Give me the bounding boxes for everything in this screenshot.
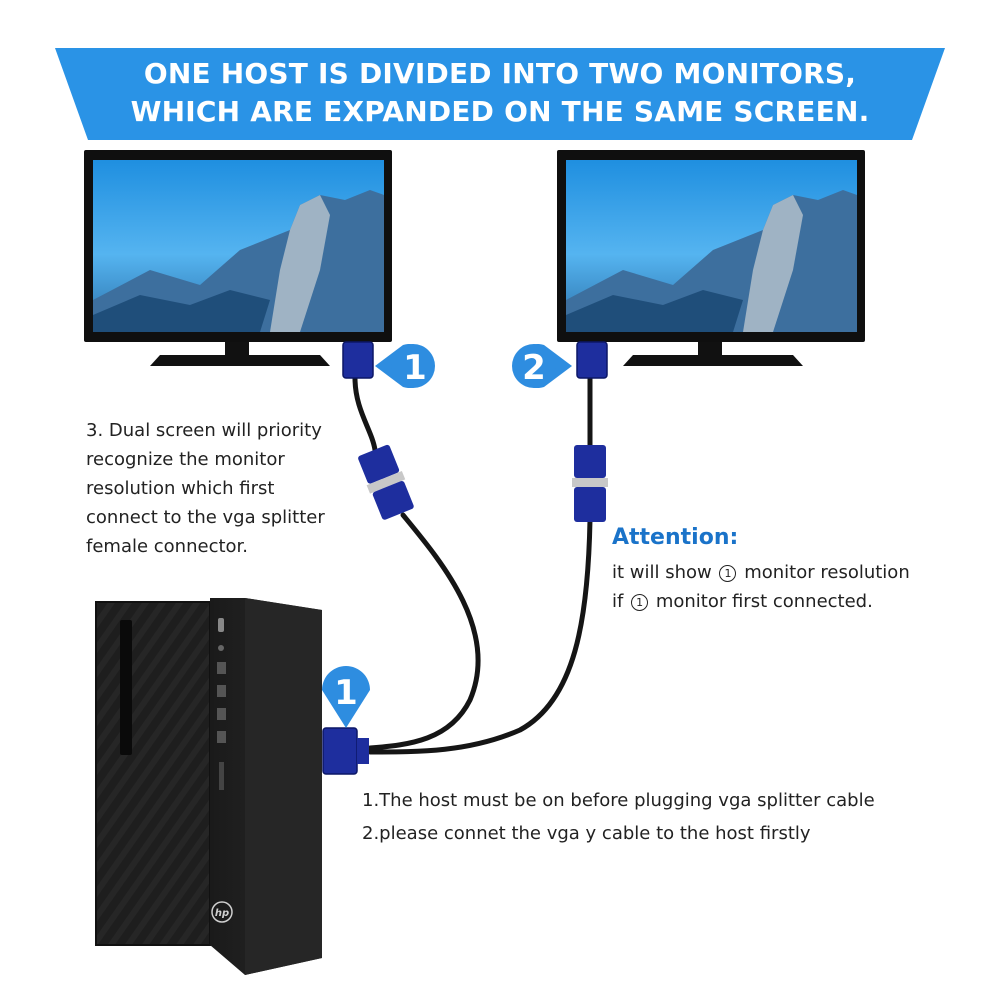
monitor-left [84, 150, 392, 366]
circled-number-icon: 1 [719, 565, 737, 582]
marker-left-number: 1 [403, 348, 427, 388]
dual-screen-note: 3. Dual screen will priority recognize t… [86, 416, 325, 561]
vga-connector-icon [322, 341, 608, 775]
monitor-right [557, 150, 865, 366]
marker-monitor-right: 2 [512, 344, 572, 388]
circled-number-icon: 1 [631, 594, 649, 611]
marker-host: 1 [322, 666, 370, 728]
attention-line-1: it will show 1 monitor resolution [612, 558, 910, 587]
banner-line-1: ONE HOST IS DIVIDED INTO TWO MONITORS, [143, 57, 857, 90]
note-line-5: female connector. [86, 536, 249, 557]
marker-monitor-left: 1 [375, 344, 435, 388]
attention-line-1-pre: it will show [612, 562, 712, 583]
note-line-2: recognize the monitor [86, 449, 285, 470]
marker-right-number: 2 [522, 348, 546, 388]
attention-line-2-pre: if [612, 591, 624, 612]
hp-logo: hp [215, 908, 229, 919]
attention-line-1-post: monitor resolution [744, 562, 910, 583]
step-2: 2.please connet the vga y cable to the h… [362, 823, 811, 844]
attention-line-2-post: monitor first connected. [655, 591, 873, 612]
attention-body: it will show 1 monitor resolution if 1 m… [612, 558, 910, 616]
marker-host-number: 1 [334, 673, 358, 713]
step-1: 1.The host must be on before plugging vg… [362, 790, 875, 811]
note-line-1: 3. Dual screen will priority [86, 420, 322, 441]
note-line-3: resolution which first [86, 478, 275, 499]
title-banner [55, 48, 945, 140]
banner-line-2: WHICH ARE EXPANDED ON THE SAME SCREEN. [130, 95, 870, 128]
attention-line-2: if 1 monitor first connected. [612, 587, 910, 616]
banner-title: ONE HOST IS DIVIDED INTO TWO MONITORS, W… [90, 55, 910, 131]
instruction-steps: 1.The host must be on before plugging vg… [362, 784, 875, 850]
vga-y-cable [352, 375, 593, 755]
note-line-4: connect to the vga splitter [86, 507, 325, 528]
attention-title: Attention: [612, 525, 739, 550]
desktop-tower-icon: hp [95, 598, 322, 975]
